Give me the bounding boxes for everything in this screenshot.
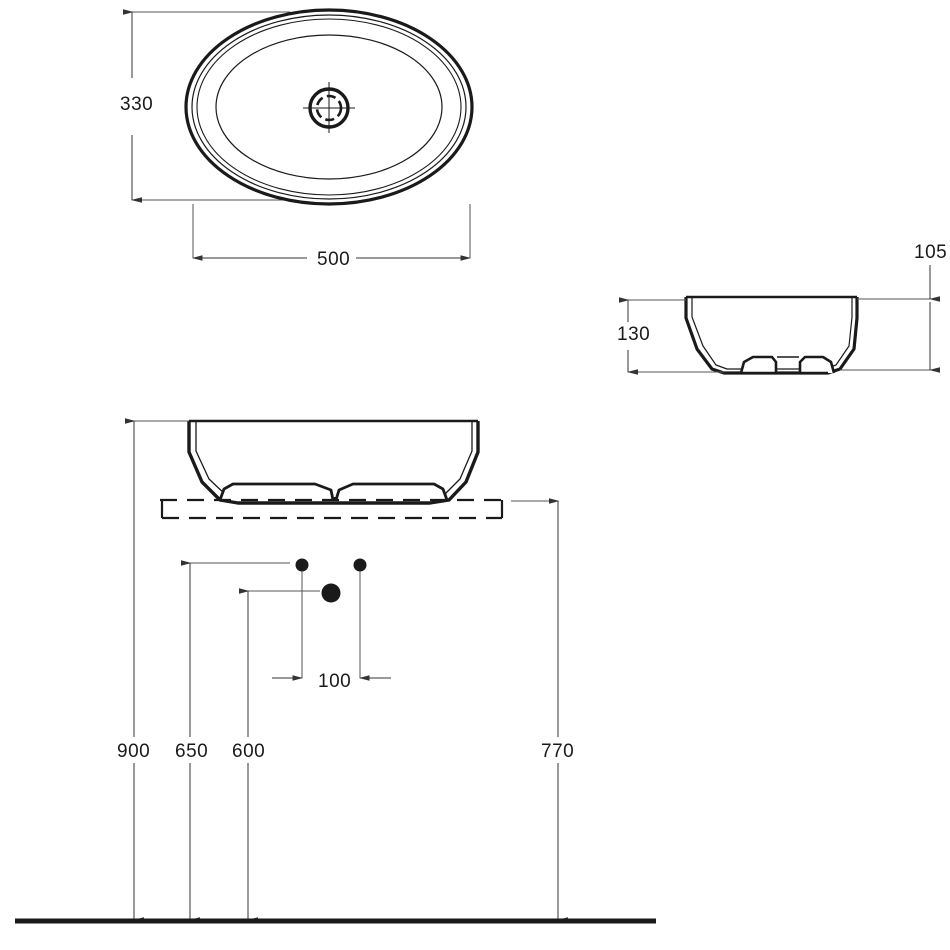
spout-hole-center (321, 583, 341, 603)
front-view-basin (187, 419, 480, 505)
dim-label-depth: 330 (120, 94, 153, 115)
dim-label-width: 500 (317, 249, 350, 270)
dim-label-floor-to-rim: 900 (117, 741, 150, 762)
dim-floor-to-counter-770: 770 (511, 498, 574, 923)
dim-tap-spacing-100: 100 (272, 571, 391, 692)
dim-depth-330: 330 (120, 9, 290, 203)
dim-floor-to-rim-900: 900 (117, 418, 189, 923)
dim-bowl-height-130: 130 (617, 297, 724, 375)
countertop-outline (160, 498, 505, 520)
dim-label-tap-spacing: 100 (318, 671, 351, 692)
tap-hole-left (295, 558, 309, 572)
dim-width-500: 500 (192, 204, 471, 270)
side-view-basin (684, 295, 859, 375)
tap-hole-layout (295, 558, 367, 603)
dim-label-floor-to-tap-lower: 600 (232, 741, 265, 762)
dim-floor-to-tap-lower-600: 600 (232, 588, 320, 923)
dim-label-floor-to-tap-upper: 650 (175, 741, 208, 762)
dim-label-rim-height: 105 (914, 242, 947, 263)
dim-label-floor-to-counter: 770 (541, 741, 574, 762)
drain-icon (303, 82, 355, 133)
dim-floor-to-tap-upper-650: 650 (175, 560, 290, 923)
tap-hole-right (353, 558, 367, 572)
dim-label-bowl-height: 130 (617, 324, 650, 345)
dim-rim-height-105: 105 (840, 242, 947, 373)
